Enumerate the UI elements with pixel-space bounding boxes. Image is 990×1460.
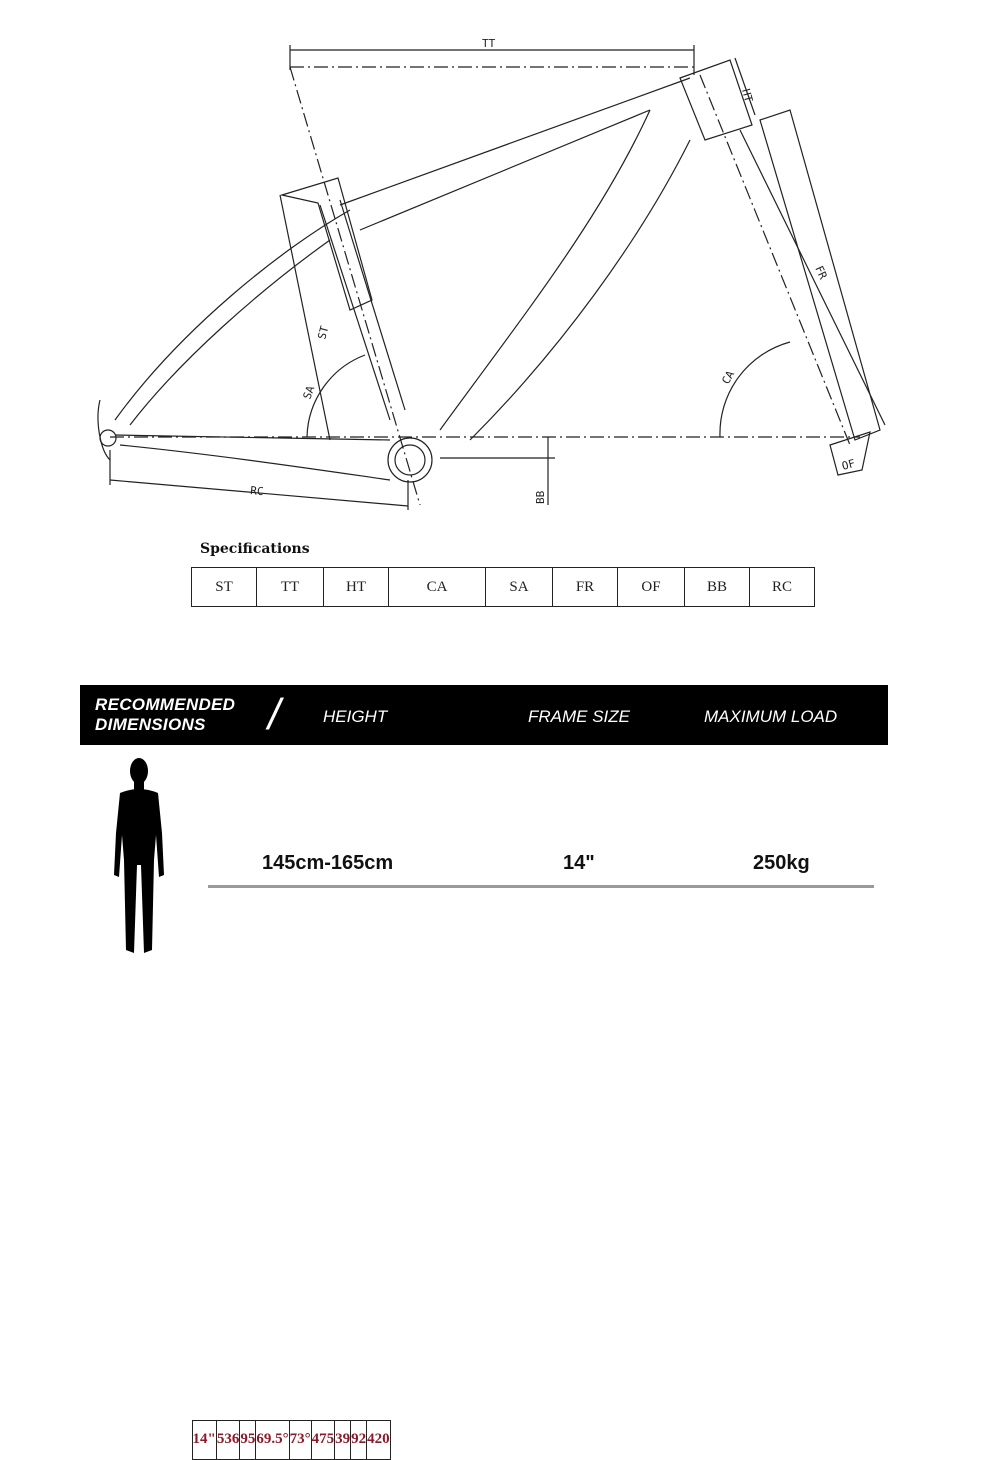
specifications-table: ST TT HT CA SA FR OF BB RC 14" 536 95 69…: [191, 567, 815, 1460]
spec-header: HT: [323, 567, 389, 607]
label-of: OF: [840, 457, 856, 473]
label-sa: SA: [301, 384, 318, 401]
spec-header: CA: [388, 567, 486, 607]
bike-frame-drawing: TT HT FR CA OF ST SA RC BB: [97, 37, 886, 510]
spec-header: BB: [684, 567, 750, 607]
spec-value: 536: [215, 1419, 241, 1460]
spec-value: 420: [366, 1419, 391, 1460]
spec-header: OF: [617, 567, 685, 607]
frame-geometry-diagram: TT HT FR CA OF ST SA RC BB: [0, 0, 990, 530]
recommended-dimensions-header: RECOMMENDED DIMENSIONS / HEIGHT FRAME SI…: [80, 685, 888, 745]
spec-header: TT: [256, 567, 324, 607]
recommended-title-line1: RECOMMENDED: [95, 695, 236, 714]
value-max-load: 250kg: [753, 852, 810, 874]
dimension-labels: TT HT FR CA OF ST SA RC BB: [250, 37, 857, 504]
spec-header-row: ST TT HT CA SA FR OF BB RC: [191, 567, 815, 607]
spec-value: 92: [350, 1419, 368, 1460]
column-height: HEIGHT: [323, 707, 388, 726]
spec-value: 69.5°: [255, 1419, 290, 1460]
label-st: ST: [315, 324, 331, 341]
slash-divider: /: [268, 690, 281, 739]
spec-header: FR: [552, 567, 618, 607]
label-fr: FR: [812, 264, 830, 282]
specifications-title: Specifications: [200, 541, 310, 557]
value-frame-size: 14": [563, 852, 595, 874]
column-frame-size: FRAME SIZE: [528, 707, 631, 726]
spec-value: 73°: [288, 1419, 312, 1460]
label-ht: HT: [739, 87, 755, 104]
label-bb: BB: [534, 490, 547, 504]
label-ca: CA: [719, 368, 737, 386]
label-tt: TT: [482, 37, 496, 50]
spec-header: ST: [191, 567, 257, 607]
column-max-load: MAXIMUM LOAD: [704, 707, 838, 726]
divider-line: [208, 885, 874, 888]
spec-value: 39: [334, 1419, 352, 1460]
spec-value: 14": [191, 1419, 217, 1460]
label-rc: RC: [250, 484, 264, 498]
spec-value: 95: [239, 1419, 257, 1460]
spec-value-row: 14" 536 95 69.5° 73° 475 39 92 420: [191, 1419, 391, 1460]
spec-header: RC: [749, 567, 815, 607]
recommended-title: RECOMMENDED DIMENSIONS: [95, 695, 235, 735]
person-silhouette-icon: [108, 755, 170, 955]
value-height: 145cm-165cm: [262, 852, 394, 874]
spec-value: 475: [310, 1419, 336, 1460]
recommended-title-line2: DIMENSIONS: [95, 715, 206, 734]
spec-header: SA: [485, 567, 553, 607]
